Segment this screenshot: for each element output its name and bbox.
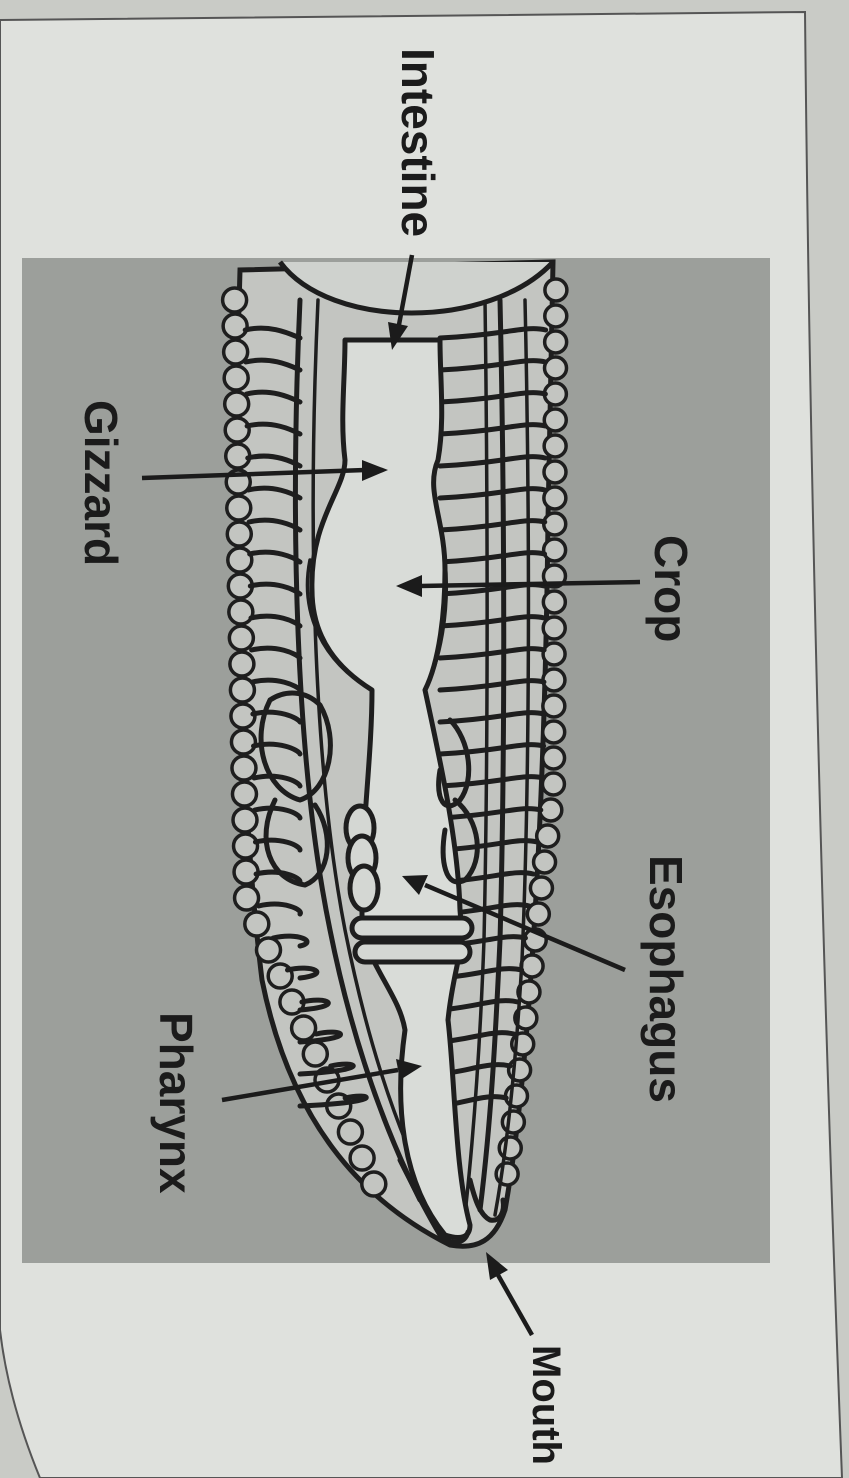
segment-bump bbox=[225, 418, 249, 442]
segment-bump bbox=[544, 513, 566, 535]
segment-bump bbox=[245, 912, 269, 936]
segment-bump bbox=[227, 522, 251, 546]
segment-bump bbox=[338, 1120, 362, 1144]
segment-bump bbox=[235, 886, 259, 910]
segment-bump bbox=[230, 652, 254, 676]
segment-bump bbox=[229, 600, 253, 624]
segment-bump bbox=[227, 496, 251, 520]
segment-bump bbox=[223, 314, 247, 338]
segment-bump bbox=[234, 834, 258, 858]
label-esophagus: Esophagus bbox=[640, 855, 692, 1103]
segment-bump bbox=[234, 860, 258, 884]
segment-bump bbox=[231, 704, 255, 728]
label-pharynx: Pharynx bbox=[150, 1012, 202, 1194]
segment-bump bbox=[543, 721, 565, 743]
segment-bump bbox=[362, 1172, 386, 1196]
segment-bump bbox=[223, 288, 247, 312]
segment-bump bbox=[544, 435, 566, 457]
segment-bump bbox=[545, 279, 567, 301]
segment-bump bbox=[530, 877, 552, 899]
segment-bump bbox=[544, 539, 566, 561]
label-crop: Crop bbox=[645, 535, 697, 642]
segment-bump bbox=[545, 357, 567, 379]
segment-bump bbox=[544, 461, 566, 483]
segment-bump bbox=[542, 773, 564, 795]
segment-bump bbox=[292, 1016, 316, 1040]
segment-bump bbox=[502, 1111, 524, 1133]
label-gizzard: Gizzard bbox=[75, 400, 127, 566]
segment-bump bbox=[545, 305, 567, 327]
segment-bump bbox=[537, 825, 559, 847]
segment-bump bbox=[228, 548, 252, 572]
segment-bump bbox=[544, 409, 566, 431]
segment-bump bbox=[543, 747, 565, 769]
segment-bump bbox=[231, 730, 255, 754]
segment-bump bbox=[543, 669, 565, 691]
segment-bump bbox=[521, 955, 543, 977]
segment-bump bbox=[543, 643, 565, 665]
segment-bump bbox=[232, 782, 256, 806]
segment-bump bbox=[543, 617, 565, 639]
segment-bump bbox=[350, 1146, 374, 1170]
segment-bump bbox=[543, 591, 565, 613]
segment-bump bbox=[257, 938, 281, 962]
segment-bump bbox=[303, 1042, 327, 1066]
segment-bump bbox=[534, 851, 556, 873]
segment-bump bbox=[224, 366, 248, 390]
label-mouth: Mouth bbox=[524, 1345, 568, 1465]
segment-bump bbox=[545, 331, 567, 353]
label-intestine: Intestine bbox=[392, 48, 444, 237]
segment-bump bbox=[226, 444, 250, 468]
segment-bump bbox=[229, 626, 253, 650]
